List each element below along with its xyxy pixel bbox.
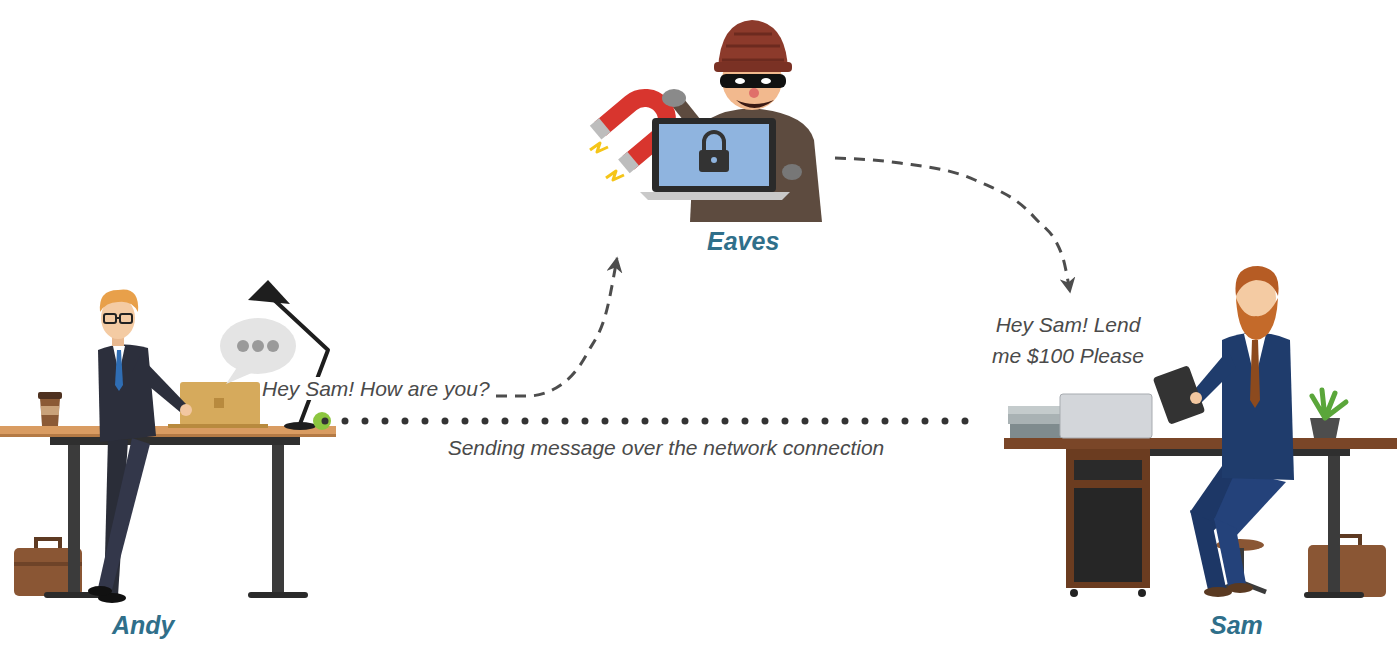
andy-desk-scene-part	[180, 382, 260, 426]
andy-desk-scene-part	[50, 436, 300, 445]
andy-desk-scene-part	[180, 404, 192, 416]
person-name: Sam	[1210, 611, 1263, 640]
eaves-figure-part	[761, 78, 771, 84]
andy-desk-scene-part	[168, 424, 268, 428]
andy-desk-scene-part	[252, 340, 264, 352]
andy-desk-scene-part	[68, 444, 80, 594]
andy-desk-scene-part	[100, 289, 138, 312]
eaves-figure-part	[699, 150, 729, 172]
sam-desk-scene-part	[1074, 460, 1142, 480]
eaves-figure-part	[722, 34, 784, 60]
andy-desk-scene-part	[272, 444, 284, 594]
sam-desk-scene-part	[1004, 438, 1397, 449]
sam-desk-scene-part	[1074, 488, 1142, 582]
eaves-figure-part	[711, 157, 717, 163]
andy-desk-scene-part	[98, 344, 156, 442]
andy-desk-scene-part	[237, 340, 249, 352]
eaves-figure-part	[749, 88, 759, 98]
andy-desk-scene-part	[220, 318, 296, 374]
eaves-figure-part	[652, 118, 776, 192]
andy-desk-scene-part	[98, 438, 150, 590]
message-label: Sending message over the network connect…	[448, 436, 885, 459]
sam-desk-scene-part	[1235, 266, 1278, 296]
sam-desk-scene-part	[1236, 298, 1278, 340]
andy-desk-scene-part	[88, 586, 112, 596]
eaves-figure-part-part	[590, 118, 611, 140]
andy-desk-scene-part	[0, 434, 336, 437]
sam-desk-scene-part	[1190, 350, 1236, 404]
eaves-figure-part	[736, 100, 774, 108]
person-name: Andy	[112, 611, 175, 640]
person-figure: Andy	[10, 255, 325, 645]
andy-desk-scene-part	[41, 406, 59, 415]
sam-desk-scene-part	[1070, 589, 1078, 597]
andy-desk-scene-part	[36, 539, 60, 548]
message-label-holder: Sending message over the network connect…	[366, 436, 966, 459]
sam-desk-scene-part	[1222, 333, 1294, 481]
eaves-figure-part	[704, 132, 724, 150]
andy-desk-scene-part	[284, 422, 316, 430]
andy-desk-scene-part	[132, 356, 186, 412]
andy-desk-scene-part	[214, 398, 224, 408]
sam-desk-scene	[1004, 266, 1397, 598]
andy-desk-scene-part	[267, 340, 279, 352]
andy-desk-scene-part	[120, 314, 132, 323]
sam-desk-scene-part	[1304, 592, 1364, 598]
eaves-figure-part	[735, 78, 745, 84]
message-arrow	[835, 158, 1070, 292]
sam-desk-scene-part	[1227, 583, 1253, 593]
network-connection	[325, 418, 968, 425]
sam-desk-scene-part	[1138, 589, 1146, 597]
eaves-figure-part-part	[618, 152, 639, 174]
andy-desk-scene-part	[40, 398, 60, 426]
message-label-holder: Hey Sam! How are you?	[262, 377, 490, 400]
person-figure: Eaves	[580, 8, 835, 258]
sam-desk-scene-part	[1008, 406, 1064, 414]
andy-desk-scene-part	[226, 366, 254, 384]
andy-desk-scene-part	[248, 280, 290, 304]
eaves-figure-part	[640, 192, 790, 200]
message-label: Hey Sam! Lend me $100 Please	[989, 309, 1147, 371]
eaves-figure-part	[606, 171, 624, 180]
message-label-holder: Hey Sam! Lend me $100 Please	[989, 309, 1147, 371]
eaves-figure	[590, 20, 822, 222]
sam-desk-scene-part	[1008, 414, 1064, 424]
sam-desk-scene-part	[1010, 424, 1064, 438]
andy-desk-scene-part	[116, 317, 120, 319]
message-arrow	[325, 258, 617, 396]
andy-desk-scene-part	[115, 350, 123, 391]
sam-desk-scene-part	[1312, 390, 1346, 418]
eaves-figure-part	[590, 143, 608, 152]
andy-desk-scene-part	[104, 314, 116, 323]
sam-desk-scene-part	[1060, 394, 1152, 438]
message-label: Hey Sam! How are you?	[262, 377, 490, 400]
sam-desk-scene-part	[1328, 448, 1340, 596]
andy-desk-scene-part	[248, 592, 308, 598]
eaves-figure-part	[659, 124, 769, 186]
sam-desk-scene-part	[1310, 418, 1340, 438]
andy-desk-scene	[0, 280, 336, 603]
sam-desk-scene-part	[1214, 518, 1246, 586]
sam-desk-scene-part	[1308, 545, 1386, 597]
eaves-figure-part	[782, 164, 802, 180]
sam-desk-scene-part	[1250, 340, 1260, 408]
eaves-figure-part	[720, 74, 786, 88]
sam-desk-scene-part	[1153, 365, 1206, 425]
person-name: Eaves	[707, 227, 779, 256]
sam-desk-scene-part	[1190, 392, 1202, 404]
person-figure: Sam	[968, 292, 1395, 645]
eaves-figure-part	[662, 89, 686, 107]
andy-desk-scene-part	[38, 392, 62, 399]
sam-desk-scene-part	[1066, 448, 1150, 588]
eaves-figure-part	[714, 62, 792, 72]
